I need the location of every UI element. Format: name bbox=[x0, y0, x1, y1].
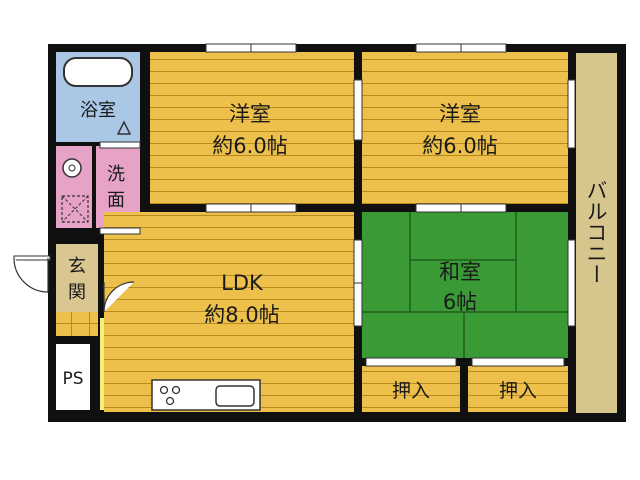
western-room-1-name: 洋室 bbox=[229, 102, 271, 126]
window-western2-balcony bbox=[567, 79, 576, 149]
door-washroom bbox=[99, 227, 141, 235]
western-room-2-size: 約6.0帖 bbox=[422, 134, 497, 158]
washroom-label-2: 面 bbox=[107, 190, 125, 211]
door-western1-side bbox=[353, 79, 363, 141]
bath-name: 浴室 bbox=[80, 100, 116, 121]
toilet-door-swing bbox=[103, 281, 135, 313]
bathtub bbox=[63, 57, 133, 87]
ldk-name: LDK bbox=[221, 271, 264, 295]
washroom-label-1: 洗 bbox=[107, 164, 125, 185]
entrance-door-swing bbox=[13, 255, 51, 293]
western-room-1 bbox=[150, 52, 354, 204]
closet-1-label: 押入 bbox=[392, 380, 430, 402]
ps-space bbox=[56, 344, 90, 410]
window-japanese-balcony bbox=[567, 239, 576, 327]
sink-icon bbox=[62, 158, 82, 178]
balcony-area bbox=[574, 51, 619, 415]
closet-2-label: 押入 bbox=[499, 380, 537, 402]
western-room-2 bbox=[362, 52, 568, 204]
western-room-1-size: 約6.0帖 bbox=[212, 134, 287, 158]
stove-burner-icon bbox=[165, 396, 175, 406]
washing-machine-icon bbox=[61, 195, 89, 223]
japanese-room bbox=[362, 212, 568, 358]
window-top-1 bbox=[205, 43, 297, 53]
tatami-lines bbox=[362, 212, 568, 358]
door-ldk-japanese bbox=[353, 239, 363, 327]
door-bath bbox=[99, 141, 141, 149]
kitchen-sink-icon bbox=[215, 385, 255, 407]
closet-doors bbox=[365, 357, 565, 367]
japanese-room-name: 和室 bbox=[439, 260, 481, 284]
western-room-2-name: 洋室 bbox=[439, 102, 481, 126]
stove-burner-icon bbox=[159, 385, 169, 395]
door-mid-2 bbox=[415, 203, 507, 213]
sink-drain-icon bbox=[68, 164, 76, 172]
door-mid-1 bbox=[205, 203, 297, 213]
washroom-divider bbox=[92, 146, 96, 228]
closet-1 bbox=[362, 366, 460, 412]
ps-label: PS bbox=[62, 369, 83, 389]
entrance-label-1: 玄 bbox=[68, 256, 86, 277]
entrance-label-2: 関 bbox=[68, 282, 86, 303]
window-top-2 bbox=[415, 43, 507, 53]
bath-drain-icon bbox=[116, 120, 132, 135]
balcony-label: バルコニー bbox=[584, 180, 608, 285]
entrance-tile bbox=[56, 312, 98, 336]
closet-2 bbox=[468, 366, 568, 412]
japanese-room-size: 6帖 bbox=[443, 290, 477, 314]
ldk-size: 約8.0帖 bbox=[204, 303, 279, 327]
stove-burner-icon bbox=[171, 385, 181, 395]
